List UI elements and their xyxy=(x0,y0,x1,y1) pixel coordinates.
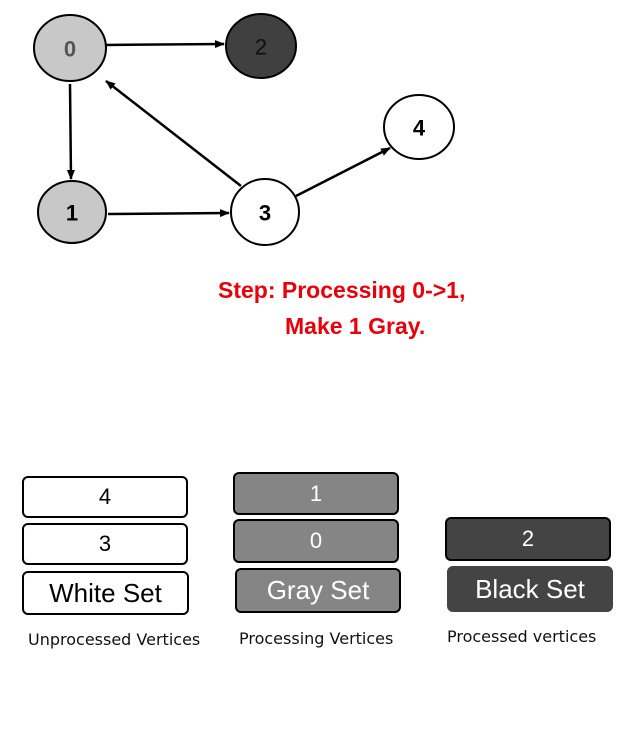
white-set-item: 3 xyxy=(22,523,188,565)
node-label: 3 xyxy=(259,201,271,226)
node-circle xyxy=(383,94,455,160)
gray-set-label: Gray Set xyxy=(235,568,401,613)
node-label: 0 xyxy=(64,37,76,62)
black-set-caption: Processed vertices xyxy=(447,627,597,646)
node-1: 1 xyxy=(37,180,107,244)
node-0: 0 xyxy=(33,14,107,82)
black-set-item: 2 xyxy=(445,517,611,561)
edge-1-to-3 xyxy=(107,209,230,218)
edge-0-to-1 xyxy=(66,83,75,180)
node-4: 4 xyxy=(383,94,455,160)
node-label: 2 xyxy=(255,35,267,60)
white-set-item: 4 xyxy=(22,476,188,518)
node-circle xyxy=(225,13,297,79)
node-circle xyxy=(37,180,107,244)
edge-3-to-4 xyxy=(295,146,391,198)
gray-set-item: 0 xyxy=(233,519,399,563)
node-3: 3 xyxy=(230,178,300,246)
node-circle xyxy=(33,14,107,82)
edge-0-to-2 xyxy=(103,40,225,49)
node-2: 2 xyxy=(225,13,297,79)
graph-diagram: 0 2 1 3 4 xyxy=(33,13,455,246)
gray-set-item: 1 xyxy=(233,472,399,515)
gray-set-caption: Processing Vertices xyxy=(239,629,394,648)
white-set-caption: Unprocessed Vertices xyxy=(28,630,201,649)
node-label: 1 xyxy=(66,201,78,226)
node-label: 4 xyxy=(413,116,426,141)
step-description-line2: Make 1 Gray. xyxy=(285,313,426,339)
node-circle xyxy=(230,178,300,246)
step-description-line1: Step: Processing 0->1, xyxy=(218,277,466,303)
black-set-label: Black Set xyxy=(447,566,613,612)
white-set-label: White Set xyxy=(22,571,189,615)
edge-3-to-0 xyxy=(105,80,242,187)
